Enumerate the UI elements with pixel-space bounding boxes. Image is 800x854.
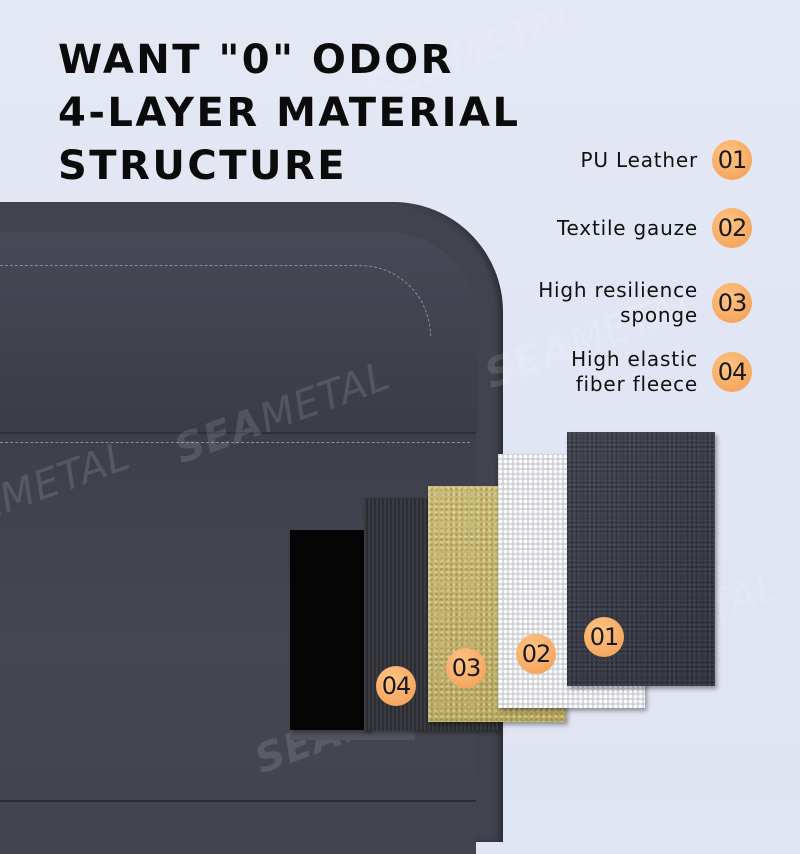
number-badge: 04 bbox=[712, 352, 752, 392]
seat-cover-fold bbox=[0, 800, 476, 802]
stitching-line bbox=[0, 265, 431, 336]
swatch-badge-04: 04 bbox=[376, 666, 416, 706]
swatch-badge-02: 02 bbox=[516, 634, 556, 674]
number-badge: 03 bbox=[712, 283, 752, 323]
pocket-opening-rim bbox=[290, 730, 415, 740]
seat-cover-top-panel bbox=[0, 232, 478, 432]
legend-label: Textile gauze bbox=[556, 215, 698, 240]
headline: WANT "0" ODOR 4-LAYER MATERIAL STRUCTURE bbox=[58, 34, 520, 193]
number-badge: 01 bbox=[712, 140, 752, 180]
stitching-line bbox=[0, 442, 470, 443]
legend-label: PU Leather bbox=[580, 147, 698, 172]
swatch-badge-01: 01 bbox=[584, 617, 624, 657]
pocket-opening bbox=[290, 530, 370, 730]
legend-item-04: High elastic fiber fleece 04 bbox=[571, 347, 752, 397]
headline-line-3: STRUCTURE bbox=[58, 143, 348, 189]
headline-line-2: 4-LAYER MATERIAL bbox=[58, 90, 521, 136]
legend-label: High elastic fiber fleece bbox=[571, 347, 698, 396]
legend-item-02: Textile gauze 02 bbox=[557, 208, 752, 248]
swatch-badge-03: 03 bbox=[446, 648, 486, 688]
number-badge: 02 bbox=[712, 208, 752, 248]
legend-item-03: High resilience sponge 03 bbox=[538, 278, 752, 328]
legend-item-01: PU Leather 01 bbox=[581, 140, 752, 180]
legend-label: High resilience sponge bbox=[538, 278, 698, 327]
headline-line-1: WANT "0" ODOR bbox=[58, 37, 454, 83]
